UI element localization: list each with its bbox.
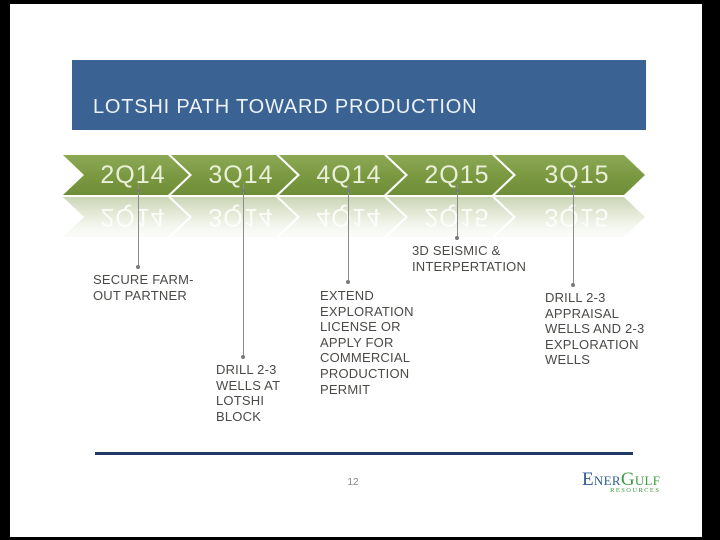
connector-dot-top-4q14 [347,189,350,192]
timeline-chevron-2q14: 2Q14 [63,155,189,195]
reflection-fade [0,195,720,253]
timeline-chevron-2q15: 2Q15 [387,155,513,195]
logo-text-gulf: Gulf [620,469,661,490]
chevron-label-4q14: 4Q14 [316,160,382,189]
screen-border-right [702,0,720,540]
connector-line-3q15 [573,184,574,285]
logo-tagline: RESOURCES [610,487,661,494]
timeline-chevron-3q14: 3Q14 [171,155,297,195]
screen-border-bottom [0,537,720,540]
connector-dot-top-2q14 [137,189,140,192]
chevron-label-2q15: 2Q15 [424,160,490,189]
page-number: 12 [347,477,359,488]
screen-border-left [0,0,10,540]
bottom-divider [95,452,633,455]
chevron-label-3q15: 3Q15 [544,160,610,189]
milestone-description-4q14: EXTEND EXPLORATION LICENSE OR APPLY FOR … [320,288,414,397]
milestone-description-2q15: 3D SEISMIC & INTERPERTATION [412,243,527,274]
connector-dot-4q14 [346,280,350,284]
connector-dot-3q15 [571,283,575,287]
connector-dot-2q14 [136,265,140,269]
chevron-label-3q14: 3Q14 [208,160,274,189]
connector-dot-top-3q14 [242,189,245,192]
connector-line-4q14 [348,184,349,282]
timeline-chevron-4q14: 4Q14 [279,155,405,195]
screen-border-top [0,0,720,4]
energulf-logo: EnerGulf RESOURCES [582,470,660,495]
connector-line-2q14 [138,184,139,267]
milestone-description-3q15: DRILL 2-3 APPRAISAL WELLS AND 2-3 EXPLOR… [545,290,645,368]
connector-dot-top-3q15 [572,189,575,192]
logo-text-ener: Ener [582,469,621,490]
connector-dot-3q14 [241,355,245,359]
connector-dot-2q15 [455,236,459,240]
milestone-description-3q14: DRILL 2-3 WELLS AT LOTSHI BLOCK [216,362,281,424]
chevron-label-2q14: 2Q14 [100,160,166,189]
connector-line-2q15 [457,184,458,238]
slide-title: LOTSHI PATH TOWARD PRODUCTION [93,96,478,118]
timeline-row: 2Q14 3Q14 4Q14 2Q15 3Q15 [0,155,720,195]
connector-line-3q14 [243,184,244,357]
connector-dot-top-2q15 [456,189,459,192]
slide-title-bar: LOTSHI PATH TOWARD PRODUCTION [72,60,646,130]
milestone-description-2q14: SECURE FARM- OUT PARTNER [93,272,194,303]
timeline-chevron-3q15: 3Q15 [495,155,645,195]
